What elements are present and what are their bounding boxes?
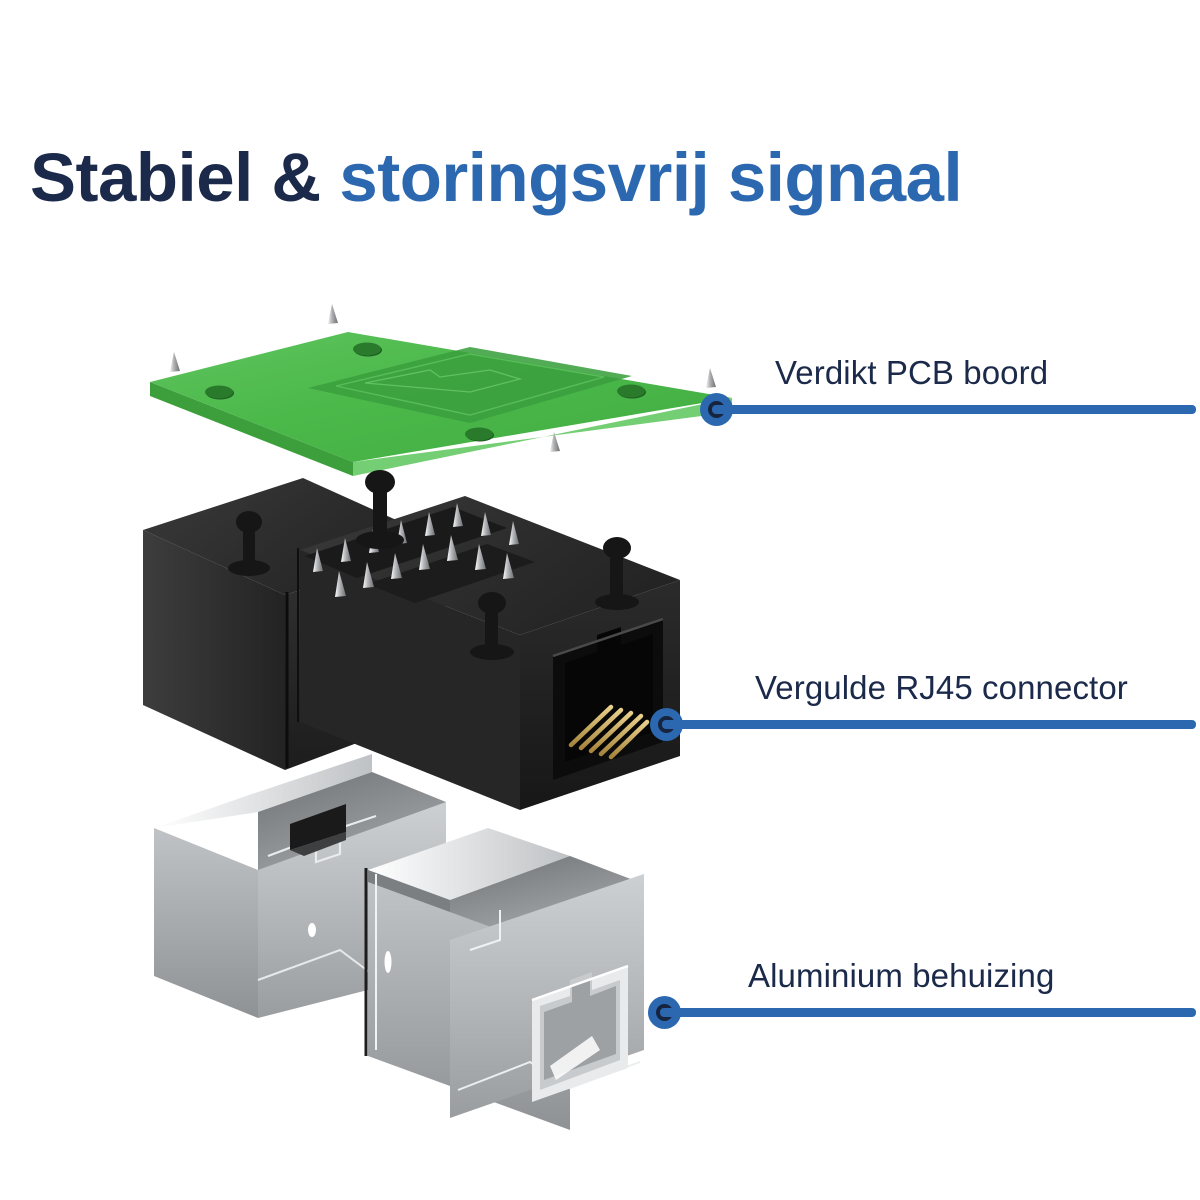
page-title: Stabiel & storingsvrij signaal	[30, 139, 1190, 217]
pcb-board-graphic	[140, 300, 740, 490]
callout-label-pcb: Verdikt PCB boord	[775, 354, 1049, 391]
callout-rj45[interactable]: Vergulde RJ45 connector	[650, 669, 1200, 754]
callout-label-aluminium: Aluminium behuizing	[748, 957, 1055, 994]
rj45-connector-graphic	[135, 460, 775, 860]
callout-label-rj45: Vergulde RJ45 connector	[755, 669, 1128, 706]
aluminium-housing-graphic	[140, 750, 780, 1150]
page-title-segment-dark: Stabiel &	[30, 139, 340, 217]
page-title-segment-blue: storingsvrij signaal	[339, 139, 963, 217]
callout-pcb[interactable]: Verdikt PCB boord	[700, 354, 1200, 439]
callout-leader-line	[660, 1008, 1196, 1017]
callout-aluminium[interactable]: Aluminium behuizing	[648, 957, 1200, 1042]
callout-leader-line	[712, 405, 1196, 414]
callout-leader-line	[662, 720, 1196, 729]
